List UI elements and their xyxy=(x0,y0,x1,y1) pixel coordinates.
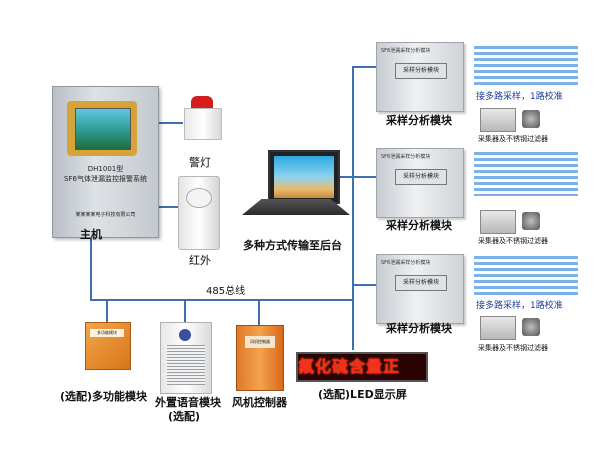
filter-caption-3: 采集器及不锈钢过滤器 xyxy=(478,344,548,352)
sampling-caption-1: 采样分析模块 xyxy=(386,114,452,127)
bus-laptop-link xyxy=(340,176,354,178)
fan-controller-plate: 风机控制器 xyxy=(245,336,275,348)
host-system-title: SF6气体泄漏监控报警系统 xyxy=(64,175,147,183)
sampling-lines-1 xyxy=(474,46,578,86)
collector-box-1 xyxy=(480,108,516,132)
sampling-caption-2: 采样分析模块 xyxy=(386,219,452,232)
host-maker: 某某某某电子科技有限公司 xyxy=(75,212,136,218)
host-model: DH1001型 xyxy=(87,165,124,173)
filter-device-2 xyxy=(522,212,540,230)
alarm-light-label: 警灯 xyxy=(189,156,211,169)
sampling-cabinet-3: SF6泄漏采样分析模块 采样分析模块 xyxy=(376,254,464,324)
led-display: 氟化硫含量正 xyxy=(296,352,428,382)
bus-drop-fan xyxy=(258,300,260,325)
bus-label: 485总线 xyxy=(206,286,246,297)
speaker-grill xyxy=(167,345,205,385)
sampling-cabinet-panel-text: 采样分析模块 xyxy=(402,67,439,74)
host-screen xyxy=(75,108,131,150)
sampling-lines-3 xyxy=(474,256,578,296)
filter-caption-2: 采集器及不锈钢过滤器 xyxy=(478,237,548,245)
bus-host-pir xyxy=(157,206,179,208)
speaker-logo-icon xyxy=(179,329,191,341)
collector-box-3 xyxy=(480,316,516,340)
fan-controller-box: 风机控制器 xyxy=(236,325,284,391)
laptop-screen xyxy=(268,150,340,204)
bus-trunk-vertical xyxy=(352,66,354,301)
infrared-label: 红外 xyxy=(189,254,211,267)
infrared-lens xyxy=(186,188,212,208)
multi-module-tag: 多功能模块 xyxy=(90,329,124,337)
sampling-cabinet-header: SF6泄漏采样分析模块 xyxy=(381,260,431,266)
sampling-lines-2 xyxy=(474,152,578,196)
bus-host-alarm xyxy=(157,122,183,124)
sampling-note-3: 接多路采样，1路校准 xyxy=(476,301,563,311)
collector-box-2 xyxy=(480,210,516,234)
bus-485-horizontal xyxy=(90,299,354,301)
bus-branch-mid xyxy=(352,176,376,178)
sampling-note-1: 接多路采样，1路校准 xyxy=(476,92,563,102)
led-display-caption: (选配)LED显示屏 xyxy=(318,388,407,401)
sampling-cabinet-panel-text: 采样分析模块 xyxy=(402,279,439,286)
sampling-cabinet-panel-text: 采样分析模块 xyxy=(402,173,439,180)
host-label: 主机 xyxy=(80,228,102,241)
host-screen-frame xyxy=(67,101,137,156)
bus-branch-bottom xyxy=(352,284,376,286)
sampling-cabinet-1: SF6泄漏采样分析模块 采样分析模块 xyxy=(376,42,464,112)
sampling-caption-3: 采样分析模块 xyxy=(386,322,452,335)
filter-device-1 xyxy=(522,110,540,128)
alarm-light-body xyxy=(184,108,222,140)
multi-module-caption: (选配)多功能模块 xyxy=(60,390,148,403)
bus-drop-led xyxy=(352,300,354,350)
laptop-base xyxy=(242,199,350,215)
alarm-light-dome xyxy=(191,96,213,110)
sampling-cabinet-2: SF6泄漏采样分析模块 采样分析模块 xyxy=(376,148,464,218)
bus-drop-multi xyxy=(106,300,108,322)
voice-module-optional: (选配) xyxy=(168,410,201,423)
voice-module-speaker xyxy=(160,322,212,394)
bus-host-vertical xyxy=(90,236,92,300)
multi-function-module: 多功能模块 xyxy=(85,322,131,370)
sampling-cabinet-header: SF6泄漏采样分析模块 xyxy=(381,48,431,54)
fan-controller-caption: 风机控制器 xyxy=(232,396,287,409)
infrared-sensor xyxy=(178,176,220,250)
sampling-cabinet-header: SF6泄漏采样分析模块 xyxy=(381,154,431,160)
host-cabinet: DH1001型 SF6气体泄漏监控报警系统 某某某某电子科技有限公司 xyxy=(52,86,159,238)
filter-caption-1: 采集器及不锈钢过滤器 xyxy=(478,135,548,143)
laptop-caption: 多种方式传输至后台 xyxy=(243,239,342,252)
filter-device-3 xyxy=(522,318,540,336)
bus-drop-speaker xyxy=(184,300,186,322)
bus-branch-top xyxy=(352,66,376,68)
voice-module-caption: 外置语音模块 xyxy=(155,396,221,409)
